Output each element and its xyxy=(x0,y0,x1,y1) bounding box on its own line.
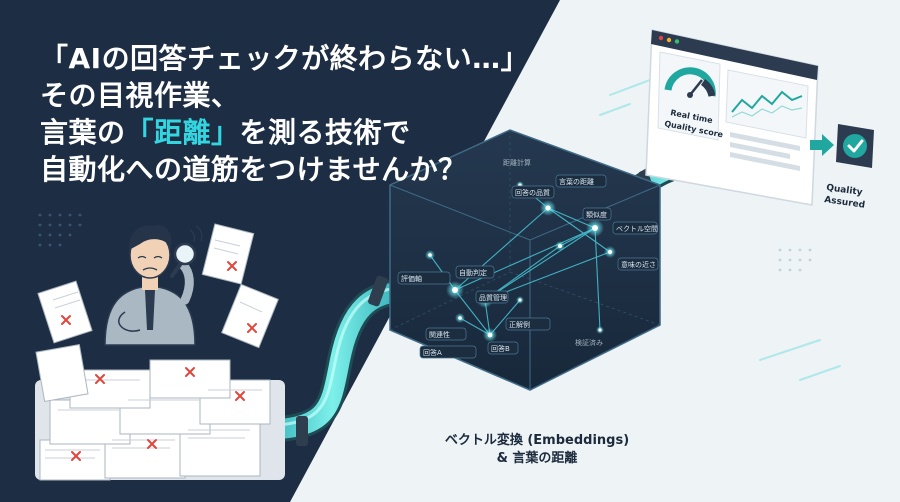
line-chart-icon xyxy=(731,90,803,118)
pipe-caption-line-1: ベクトル変換 (Embeddings) xyxy=(444,433,630,448)
speed-lines xyxy=(599,79,841,381)
headline-line-3-post: を測る技術で xyxy=(239,116,411,149)
node-label: ベクトル空間 xyxy=(616,224,658,233)
node-label: 検証済み xyxy=(575,338,603,347)
headline: 「AIの回答チェックが終わらない…」 その目視作業、 言葉の「距離」を測る技術で… xyxy=(40,40,529,188)
pipe-joint xyxy=(368,275,388,307)
gauge-icon xyxy=(664,67,716,98)
dot-grid-right xyxy=(778,248,812,272)
reject-x-icon xyxy=(61,261,257,461)
node-label: 意味の近さ xyxy=(621,260,656,269)
pipe-caption: ベクトル変換 (Embeddings) & 言葉の距離 xyxy=(432,432,642,468)
node-label: 言葉の距離 xyxy=(559,177,594,186)
node-label: 関連性 xyxy=(429,330,450,339)
vector-space-cube xyxy=(389,129,661,391)
headline-line-3-pre: 言葉の xyxy=(40,116,126,149)
headline-highlight: 「距離」 xyxy=(125,116,240,149)
dashboard-window: Real time Quality score xyxy=(645,29,819,206)
headline-line-2: その目視作業、 xyxy=(40,79,240,112)
worried-person xyxy=(104,225,203,346)
dot-grid-left xyxy=(38,213,82,247)
arrow-to-badge xyxy=(810,134,834,156)
input-pipe xyxy=(242,275,423,446)
node-label: 類似度 xyxy=(586,210,607,219)
node-tags: 回答の品質 言葉の距離 類似度 ベクトル空間 意味の近さ 評価軸 自動判定 品質… xyxy=(397,158,659,359)
headline-line-3: 言葉の「距離」を測る技術で xyxy=(40,114,529,151)
paper-pile xyxy=(35,223,285,481)
node-label: 回答の品質 xyxy=(515,188,550,197)
node-label: 回答A xyxy=(423,348,442,357)
node-label: 回答B xyxy=(491,344,510,353)
headline-line-4: 自動化への道筋をつけませんか？ xyxy=(40,153,467,186)
node-label: 評価軸 xyxy=(401,274,422,283)
node-label: 距離計算 xyxy=(503,158,531,167)
check-badge-icon xyxy=(836,124,874,168)
headline-line-1: 「AIの回答チェックが終わらない…」 xyxy=(40,42,530,75)
node-label: 品質管理 xyxy=(479,293,507,302)
pipe-joint xyxy=(296,416,308,446)
node-label: 自動判定 xyxy=(459,268,487,277)
pipe-caption-line-2: & 言葉の距離 xyxy=(496,451,578,466)
magnifier-icon xyxy=(170,242,197,278)
node-label: 正解例 xyxy=(509,320,530,329)
